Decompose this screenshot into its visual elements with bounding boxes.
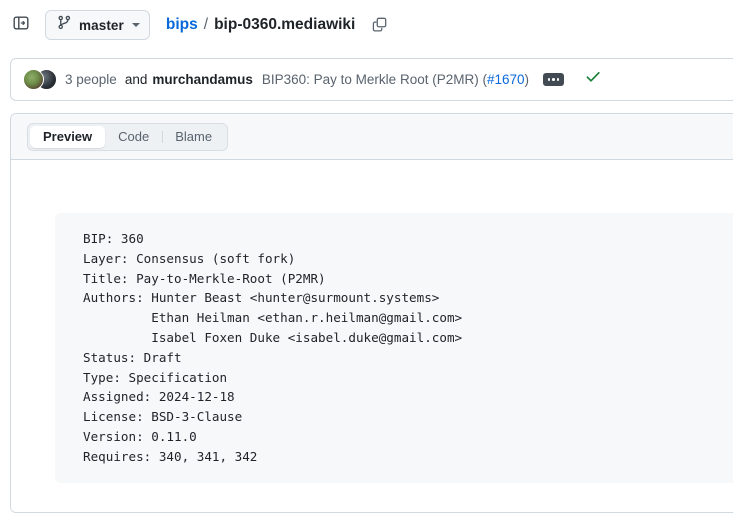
commit-expand-icon [552,78,555,81]
commit-message-prefix: BIP360: Pay to Merkle Root (P2MR) ( [261,72,487,87]
chevron-down-icon [131,23,140,27]
file-view-panel: Preview Code Blame BIP: 360 Layer: Conse… [10,113,733,513]
latest-commit-bar: 3 people and murchandamus BIP360: Pay to… [10,58,733,101]
contributors-link[interactable]: 3 people [65,72,117,87]
commit-author-link[interactable]: murchandamus [152,72,253,87]
commit-expand-icon [547,78,551,81]
git-branch-icon [57,15,72,35]
file-view-tabs-header: Preview Code Blame [11,114,733,160]
sidebar-toggle-button[interactable] [8,12,34,38]
breadcrumb: bips / bip-0360.mediawiki [166,16,355,34]
breadcrumb-repo-link[interactable]: bips [165,16,198,33]
copy-path-icon [372,17,387,37]
file-view-tablist: Preview Code Blame [27,122,229,151]
top-bar: master bips / bip-0360.mediawiki [0,0,733,50]
commit-and-label: and [124,72,148,87]
tab-blame[interactable]: Blame [162,126,225,148]
commit-expand-button[interactable] [543,73,564,86]
file-preview-body: BIP: 360 Layer: Consensus (soft fork) Ti… [11,160,733,512]
sidebar-expand-icon [13,15,29,36]
branch-name-label: master [79,17,124,33]
commit-status-button[interactable] [585,69,601,90]
tab-code[interactable]: Code [118,129,150,144]
commit-expand-icon [556,78,560,81]
branch-selector-button[interactable]: master [45,10,150,40]
breadcrumb-file-name: bip-0360.mediawiki [214,16,356,33]
copy-path-button[interactable] [367,15,391,39]
pull-request-link[interactable]: #1670 [486,72,525,87]
tab-preview[interactable]: Preview [30,125,106,148]
commit-message-suffix: ) [524,72,530,87]
breadcrumb-separator: / [203,16,209,33]
check-success-icon [585,69,601,90]
avatar [23,69,44,90]
commit-message-link[interactable]: BIP360: Pay to Merkle Root (P2MR) (#1670… [262,72,529,87]
avatar-stack[interactable] [23,69,61,90]
file-preamble-codeblock: BIP: 360 Layer: Consensus (soft fork) Ti… [55,213,733,483]
